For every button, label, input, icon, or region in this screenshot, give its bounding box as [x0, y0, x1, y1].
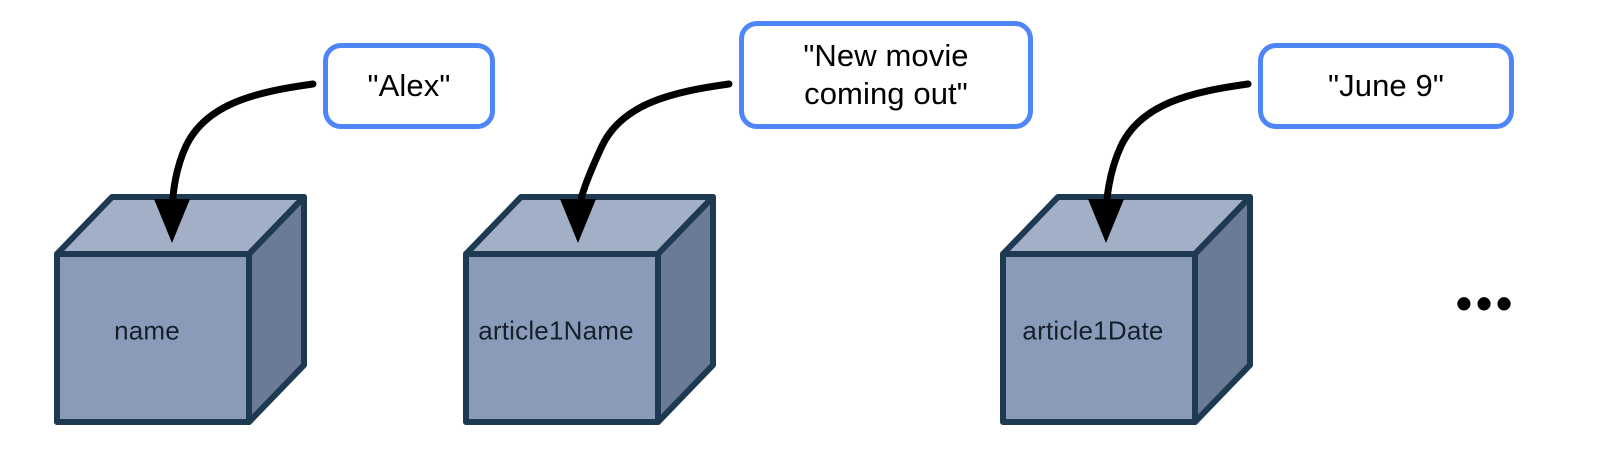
- cube-article1name-front-face: [463, 251, 661, 425]
- callout-alex[interactable]: "Alex": [323, 43, 495, 129]
- cube-article1name[interactable]: [463, 194, 716, 425]
- arrow-to-article1name-head: [560, 199, 596, 243]
- arrow-to-article1date-curve: [1102, 80, 1252, 222]
- more-items-ellipsis: •••: [1455, 277, 1517, 329]
- cube-name[interactable]: [54, 194, 307, 425]
- callout-new-movie[interactable]: "New movie coming out": [739, 21, 1033, 129]
- arrow-to-article1date: [1088, 80, 1252, 243]
- cube-article1date[interactable]: [1000, 194, 1253, 425]
- arrow-to-name-head: [154, 199, 190, 243]
- cube-name-front-face: [54, 251, 252, 425]
- cube-article1date-front-face: [1000, 251, 1198, 425]
- arrow-to-name-curve: [168, 80, 317, 222]
- arrow-to-article1date-head: [1088, 199, 1124, 243]
- arrow-to-article1name: [560, 80, 733, 243]
- arrow-to-article1name-curve: [574, 80, 733, 222]
- callout-june-9[interactable]: "June 9": [1258, 43, 1514, 129]
- arrow-to-name: [154, 80, 317, 243]
